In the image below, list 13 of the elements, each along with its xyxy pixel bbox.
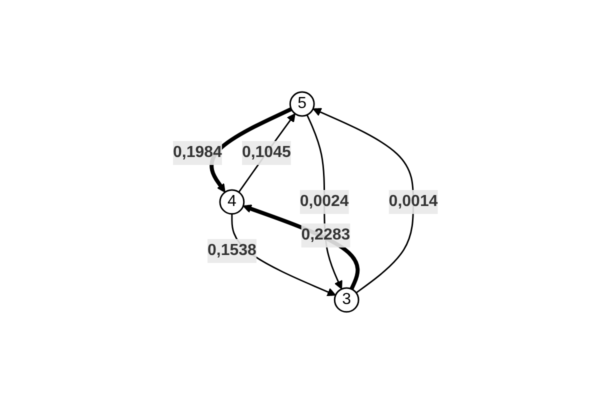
edge-label: 0,1538 xyxy=(208,241,257,258)
arrow xyxy=(210,106,292,192)
arrow xyxy=(242,204,360,290)
node-circle: 4 xyxy=(219,188,245,214)
edge-label: 0,0014 xyxy=(388,192,438,210)
node-circle: 3 xyxy=(334,286,360,312)
edge-label: 0,0024 xyxy=(300,192,349,210)
edge-label: 0,1984 xyxy=(173,143,222,160)
node-circle: 5 xyxy=(290,90,315,116)
arrow xyxy=(312,108,414,293)
edge-label: 0,2283 xyxy=(301,226,350,244)
edge-label: 0,1045 xyxy=(242,143,291,160)
arrow xyxy=(238,112,296,192)
